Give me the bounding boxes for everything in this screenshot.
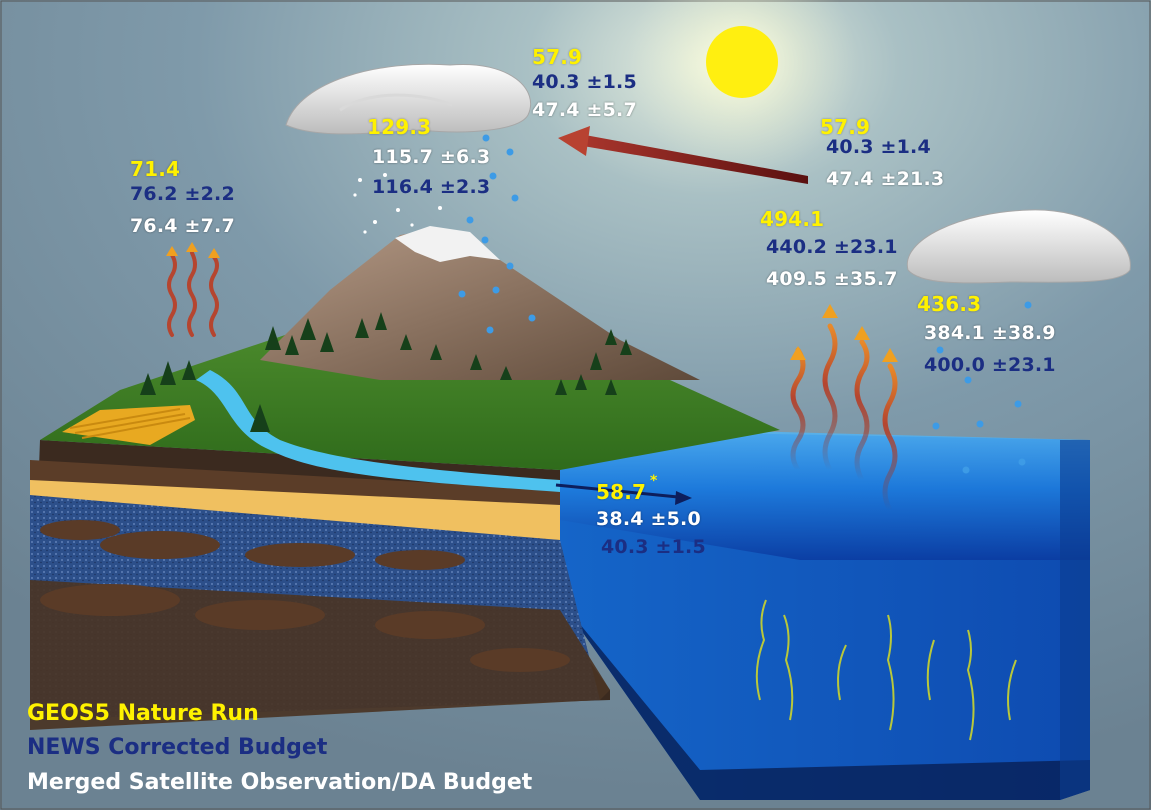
land-et-news-value: 76.2 ±2.2 xyxy=(130,183,235,205)
transport-lower-geos5-value: 57.9 xyxy=(820,115,871,139)
land-precip-news-value: 116.4 ±2.3 xyxy=(372,176,491,198)
ocean-rain-drops xyxy=(932,301,1032,474)
mountain xyxy=(260,226,700,380)
legend-merged: Merged Satellite Observation/DA Budget xyxy=(27,770,533,795)
cloud-land xyxy=(285,63,532,135)
transport-upper-geos5-value: 57.9 xyxy=(532,45,583,69)
trees xyxy=(140,312,632,432)
runoff-arrow xyxy=(555,483,692,505)
transport-lower-news-value: 40.3 ±1.4 xyxy=(826,136,931,158)
ocean-evap-news-value: 440.2 ±23.1 xyxy=(766,236,898,258)
runoff-merged-value: 38.4 ±5.0 xyxy=(596,508,701,530)
river xyxy=(196,370,560,492)
ocean-evaporation-arrowheads xyxy=(790,304,898,362)
atmospheric-transport-arrow xyxy=(558,126,808,184)
land-block xyxy=(30,440,610,730)
transport-lower-merged-value: 47.4 ±21.3 xyxy=(826,168,945,190)
ocean-precip-news-value: 400.0 ±23.1 xyxy=(924,354,1056,376)
snowflakes xyxy=(353,173,442,234)
land-evapotranspiration-arrows xyxy=(167,251,219,337)
land-precip-geos5-value: 129.3 xyxy=(367,115,432,139)
legend-geos5: GEOS5 Nature Run xyxy=(27,701,259,726)
ocean-evaporation-arrows xyxy=(790,323,898,513)
transport-upper-news-value: 40.3 ±1.5 xyxy=(532,71,637,93)
sun-icon xyxy=(627,0,857,177)
land-precip-merged-value: 115.7 ±6.3 xyxy=(372,146,491,168)
legend-news: NEWS Corrected Budget xyxy=(27,735,328,760)
ocean-evap-geos5-value: 494.1 xyxy=(760,207,825,231)
cloud-ocean xyxy=(906,209,1131,284)
ocean-block xyxy=(560,430,1090,800)
seaweed xyxy=(755,599,1017,741)
land-et-geos5-value: 71.4 xyxy=(130,157,181,181)
land-et-merged-value: 76.4 ±7.7 xyxy=(130,215,235,237)
wheat-field xyxy=(62,405,195,445)
runoff-asterisk: * xyxy=(650,473,658,489)
land-evapotranspiration-arrowheads xyxy=(166,242,220,258)
ocean-evap-merged-value: 409.5 ±35.7 xyxy=(766,268,898,290)
transport-upper-merged-value: 47.4 ±5.7 xyxy=(532,99,637,121)
ocean-precip-merged-value: 384.1 ±38.9 xyxy=(924,322,1056,344)
runoff-news-value: 40.3 ±1.5 xyxy=(601,536,706,558)
land-rain-drops xyxy=(458,134,536,334)
runoff-geos5-value: 58.7 xyxy=(596,480,647,504)
ocean-precip-geos5-value: 436.3 xyxy=(917,292,982,316)
